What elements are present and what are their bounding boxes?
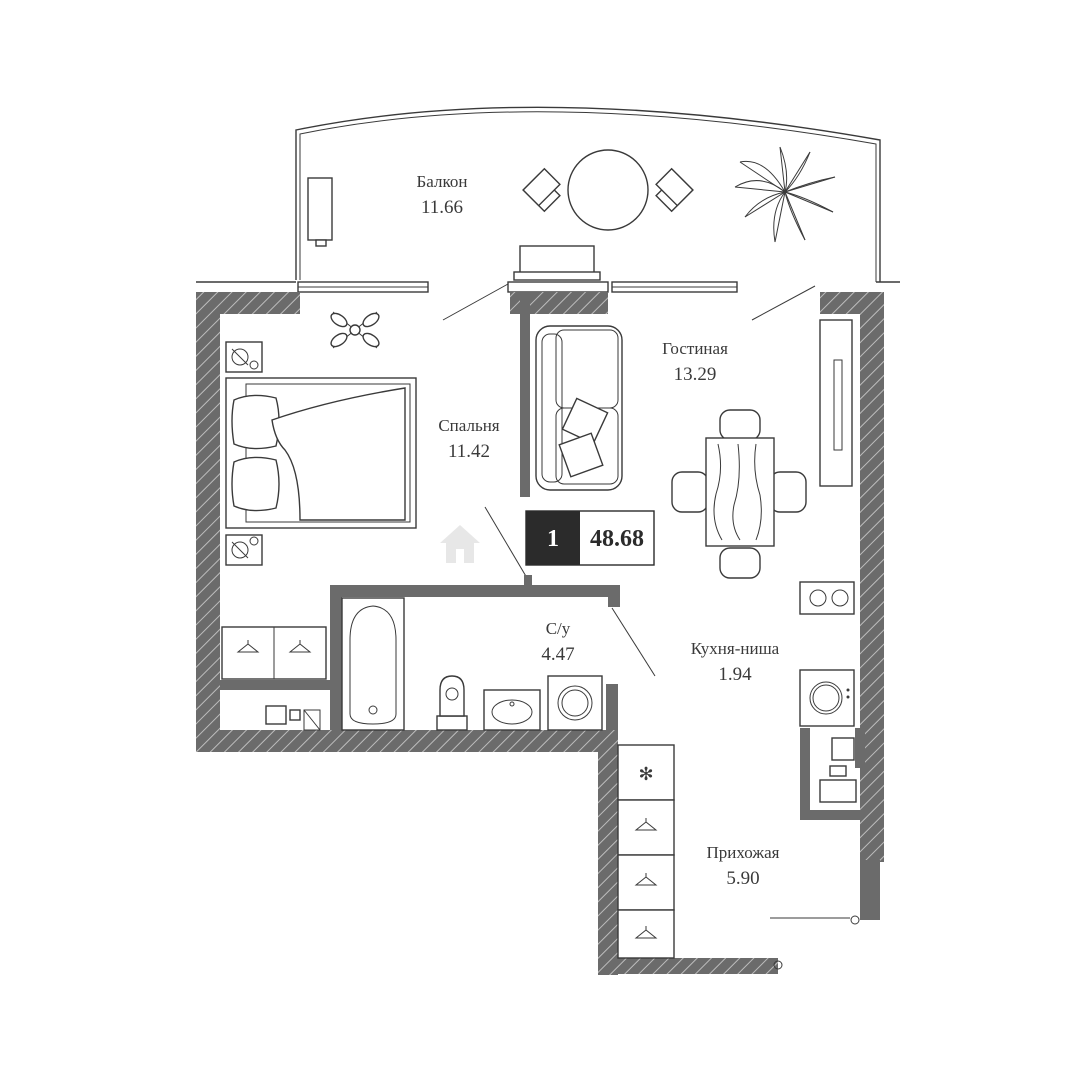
- balcony-outline: [196, 106, 900, 283]
- balcony-window-frames: [297, 281, 738, 293]
- room-label-living: Гостиная 13.29: [662, 339, 728, 385]
- hanger-icon: [634, 873, 658, 886]
- bedroom-label: Спальня: [438, 416, 499, 435]
- room-label-bathroom: С/у 4.47: [541, 619, 574, 665]
- balcony-round-table: [522, 149, 694, 231]
- toilet: [436, 675, 468, 731]
- double-bed: [225, 377, 417, 529]
- room-label-balcony: Балкон 11.66: [417, 172, 468, 218]
- walls: [196, 292, 884, 975]
- hallway-area: 5.90: [726, 868, 759, 889]
- hallway-wardrobe: [617, 799, 675, 959]
- bathtub: [341, 597, 405, 731]
- wardrobe-bedroom: [221, 626, 327, 680]
- living-label: Гостиная: [662, 339, 728, 358]
- snowflake-icon: ✻: [638, 764, 653, 785]
- house-logo-icon: [440, 525, 480, 563]
- bedroom-area: 11.42: [448, 441, 490, 462]
- kitchen-label: Кухня-ниша: [691, 639, 780, 658]
- door-swings: [442, 283, 860, 970]
- room-count: 1: [547, 526, 559, 552]
- bathroom-label: С/у: [546, 619, 571, 638]
- nightstand-top: [225, 341, 263, 373]
- balcony-area: 11.66: [421, 197, 463, 218]
- room-label-bedroom: Спальня 11.42: [438, 416, 499, 462]
- total-area: 48.68: [590, 526, 644, 552]
- tv-unit: [819, 319, 853, 487]
- apartment-badge: 1 48.68: [525, 510, 655, 566]
- hanger-icon: [634, 818, 658, 831]
- kitchen-area: 1.94: [718, 664, 752, 685]
- ac-unit: [513, 245, 601, 281]
- living-area: 13.29: [674, 364, 717, 385]
- kitchen-niche-appliance: [819, 737, 857, 803]
- closet-boxes: [265, 705, 321, 731]
- cooktop: [799, 581, 855, 615]
- washing-machine: [547, 675, 603, 731]
- nightstand-bottom: [225, 534, 263, 566]
- hanger-icon: [634, 926, 658, 939]
- bedroom-plant: [330, 311, 380, 349]
- room-label-hallway: Прихожая 5.90: [707, 843, 780, 889]
- washbasin: [483, 689, 541, 731]
- kitchen-sink: [799, 669, 855, 727]
- palm-icon: [734, 146, 836, 243]
- balcony-bench: [307, 177, 333, 247]
- sofa: [535, 325, 623, 491]
- balcony-label: Балкон: [417, 172, 468, 191]
- room-label-kitchen: Кухня-ниша 1.94: [691, 639, 780, 685]
- dining-table: [671, 409, 807, 579]
- hallway-label: Прихожая: [707, 843, 780, 862]
- hallway-fridge: ✻: [617, 744, 675, 801]
- bathroom-area: 4.47: [541, 644, 574, 665]
